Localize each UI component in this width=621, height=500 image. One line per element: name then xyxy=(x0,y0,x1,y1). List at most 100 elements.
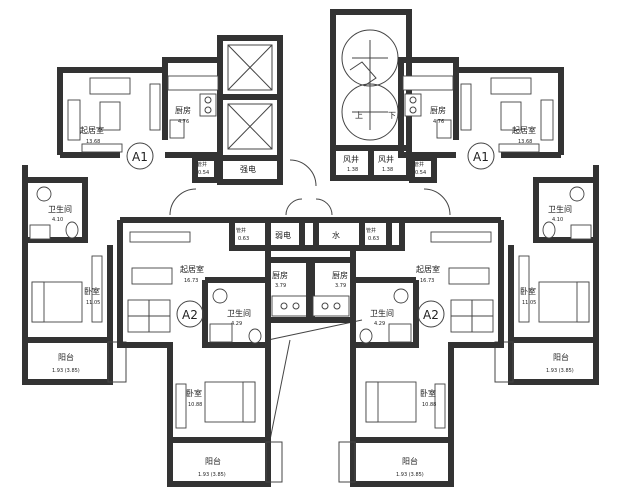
shower-icon xyxy=(29,224,51,240)
electric-label: 强电 xyxy=(240,164,256,174)
balcony-a2-right-name: 阳台 xyxy=(402,456,418,466)
sofa-icon xyxy=(89,77,131,95)
unit-a2-right-label: A2 xyxy=(423,308,439,322)
washbasin-icon xyxy=(393,288,409,304)
unit-a1-right-badge xyxy=(467,142,495,170)
unit-a2-right-labels: 起居室 16.73 A2 厨房 3.79 卫生间 4.29 卧室 10.88 阳… xyxy=(332,264,440,478)
bath-a1-right-name: 卫生间 xyxy=(548,204,572,214)
shaft-left-name: 风井 xyxy=(343,154,359,164)
pipe-2-name: 管井 xyxy=(414,161,424,168)
weak-electric-label: 弱电 xyxy=(275,230,291,240)
sofa-icon xyxy=(540,99,554,141)
bath-a2-left-name: 卫生间 xyxy=(227,308,251,318)
kitchen-a1-right-area: 4.76 xyxy=(433,119,444,125)
living-a2-left-name: 起居室 xyxy=(180,264,204,274)
fridge-icon xyxy=(169,119,185,139)
kitchen-a1-left-area: 4.76 xyxy=(178,119,189,125)
shaft-right-name: 风井 xyxy=(378,154,394,164)
bath-a1-right-area: 4.10 xyxy=(552,217,563,223)
unit-a1-right-labels: 起居室 13.68 厨房 4.76 卫生间 4.10 卧室 11.05 阳台 1… xyxy=(430,105,574,374)
toilet-icon xyxy=(65,221,79,239)
washbasin-icon xyxy=(212,288,228,304)
kitchen-a1-left-name: 厨房 xyxy=(175,105,191,115)
kitchen-a2-left-name: 厨房 xyxy=(272,270,288,280)
sofa-icon xyxy=(490,77,532,95)
core: 上 下 风井 1.38 风井 1.38 强电 管井 0.54 管井 0.54 管… xyxy=(169,9,451,441)
unit-a1-right-label: A1 xyxy=(473,150,489,164)
tv-cabinet-icon xyxy=(460,83,472,131)
unit-a2-left: 起居室 16.73 A2 厨房 3.79 卫生间 4.29 卧室 10.88 阳… xyxy=(117,217,315,487)
pipe-1-name: 管井 xyxy=(197,161,207,168)
toilet-icon xyxy=(248,328,262,344)
kitchen-counter-icon xyxy=(312,295,350,317)
balcony-a1-left-name: 阳台 xyxy=(58,352,74,362)
unit-a2-left-label: A2 xyxy=(182,308,198,322)
tv-cabinet-icon xyxy=(149,83,161,131)
living-a2-right-name: 起居室 xyxy=(416,264,440,274)
balcony-a1-left-area: 1.93 (3.85) xyxy=(52,368,80,374)
bedroom-a2-right-area: 10.88 xyxy=(422,402,436,408)
shaft-right-area: 1.38 xyxy=(382,167,393,173)
stair-down-label: 下 xyxy=(388,111,396,120)
balcony-a1-right-area: 1.93 (3.85) xyxy=(546,368,574,374)
bath-a2-right-name: 卫生间 xyxy=(370,308,394,318)
bedroom-a2-left-area: 10.88 xyxy=(188,402,202,408)
sofa-icon xyxy=(131,267,173,285)
unit-a1-right xyxy=(398,57,599,385)
balcony-a2-left-name: 阳台 xyxy=(205,456,221,466)
pipe-2-area: 0.54 xyxy=(415,170,426,176)
balcony-a2-right-area: 1.93 (3.85) xyxy=(396,472,424,478)
elevator-car-1 xyxy=(227,44,273,91)
wardrobe-icon xyxy=(434,383,446,429)
tv-cabinet-icon xyxy=(430,231,492,243)
bedroom-a1-left-area: 11.05 xyxy=(86,300,100,306)
pipe-3-area: 0.63 xyxy=(238,236,249,242)
living-a2-left-area: 16.73 xyxy=(184,278,198,284)
shower-icon xyxy=(209,323,233,343)
living-a1-left-name: 起居室 xyxy=(80,125,104,135)
bath-a2-left-area: 4.29 xyxy=(231,321,242,327)
sofa-icon xyxy=(448,267,490,285)
unit-a1-left: 起居室 13.68 厨房 4.76 卫生间 4.10 卧室 11.05 阳台 1… xyxy=(22,57,223,385)
fridge-icon xyxy=(436,119,452,139)
toilet-icon xyxy=(359,328,373,344)
living-a1-right-name: 起居室 xyxy=(512,125,536,135)
stair-up-label: 上 xyxy=(355,111,363,120)
wardrobe-icon xyxy=(518,255,530,323)
kitchen-a1-right-name: 厨房 xyxy=(430,105,446,115)
shaft-left-area: 1.38 xyxy=(347,167,358,173)
stair-wall xyxy=(330,9,412,151)
shower-icon xyxy=(388,323,412,343)
balcony-a2-left-area: 1.93 (3.85) xyxy=(198,472,226,478)
balcony-a1-right-name: 阳台 xyxy=(553,352,569,362)
washbasin-icon xyxy=(569,186,585,202)
bedroom-a2-right-name: 卧室 xyxy=(420,388,436,398)
bath-a1-left-name: 卫生间 xyxy=(48,204,72,214)
pipe-3-name: 管井 xyxy=(236,227,246,234)
washbasin-icon xyxy=(36,186,52,202)
bath-a1-left-area: 4.10 xyxy=(52,217,63,223)
bedroom-a2-left-name: 卧室 xyxy=(186,388,202,398)
bedroom-a1-right-name: 卧室 xyxy=(520,286,536,296)
pipe-4-name: 管井 xyxy=(366,227,376,234)
kitchen-counter-icon xyxy=(402,75,454,91)
unit-a1-left-badge xyxy=(126,142,154,170)
wardrobe-icon xyxy=(175,383,187,429)
toilet-icon xyxy=(542,221,556,239)
unit-a2-left-badge xyxy=(176,300,204,328)
pipe-4-area: 0.63 xyxy=(368,236,379,242)
kitchen-counter-icon xyxy=(167,75,219,91)
sofa-icon xyxy=(67,99,81,141)
unit-a1-left-label: A1 xyxy=(132,150,148,164)
bath-a2-right-area: 4.29 xyxy=(374,321,385,327)
tv-cabinet-icon xyxy=(129,231,191,243)
pipe-1-area: 0.54 xyxy=(198,170,209,176)
bedroom-a1-right-area: 11.05 xyxy=(522,300,536,306)
elevator-car-2 xyxy=(227,103,273,150)
kitchen-a2-right-area: 3.79 xyxy=(335,283,346,289)
kitchen-a2-right-name: 厨房 xyxy=(332,270,348,280)
kitchen-a2-left-area: 3.79 xyxy=(275,283,286,289)
shower-icon xyxy=(570,224,592,240)
stove-icon xyxy=(404,93,422,117)
